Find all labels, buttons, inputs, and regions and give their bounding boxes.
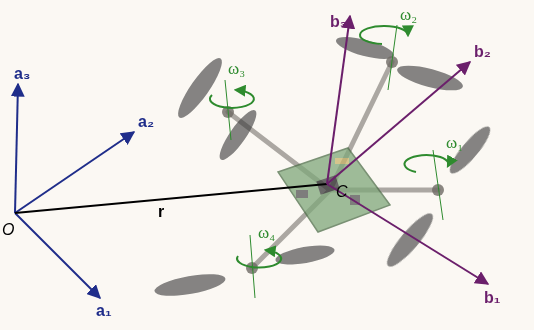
rotor-speed-label: ω₃ xyxy=(228,60,245,77)
axis-label: b₃ xyxy=(330,14,347,30)
motors xyxy=(222,56,444,274)
origin-label: O xyxy=(2,222,14,238)
axis-label: b₂ xyxy=(474,44,491,60)
axis-label: a₂ xyxy=(138,114,154,130)
rotor-speed-label: ω₄ xyxy=(258,224,275,241)
axis-label: b₁ xyxy=(484,290,500,306)
vector-label: r xyxy=(158,204,164,220)
rotor-speed-label: ω₁ xyxy=(446,134,463,151)
axis-label: a₁ xyxy=(96,303,112,319)
position-vector xyxy=(15,184,327,213)
circuit-board xyxy=(278,148,390,232)
point-label: C xyxy=(336,184,348,200)
inertial-frame xyxy=(15,84,134,298)
rotor-speed-label: ω₂ xyxy=(400,6,417,23)
axis-label: a₃ xyxy=(14,66,30,82)
body-frame xyxy=(327,16,488,284)
propellers xyxy=(153,33,495,301)
